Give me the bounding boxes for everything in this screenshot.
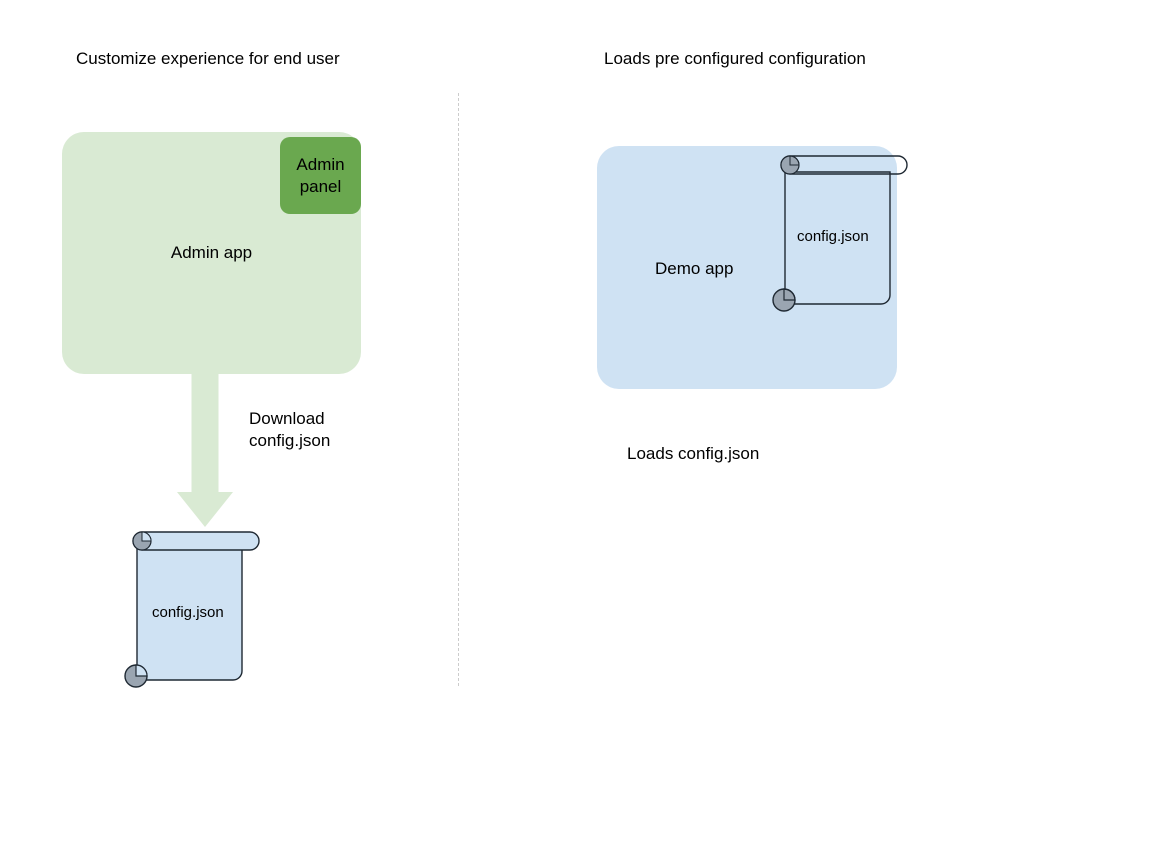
download-arrow-label: Download config.json	[249, 409, 331, 450]
config-json-label-left: config.json	[152, 604, 224, 621]
right-column-heading: Loads pre configured configuration	[604, 49, 866, 68]
column-divider	[458, 93, 459, 686]
admin-panel-label: Admin panel	[296, 154, 345, 196]
config-json-document-left	[120, 528, 265, 688]
admin-panel-box[interactable]: Admin panel	[280, 137, 361, 214]
config-json-label-right: config.json	[797, 228, 869, 245]
config-json-document-right	[768, 152, 913, 312]
download-arrow-icon	[177, 372, 233, 527]
demo-app-label: Demo app	[655, 259, 734, 278]
admin-app-label: Admin app	[170, 243, 253, 262]
demo-app-box: Demo app	[597, 146, 897, 389]
loads-config-note: Loads config.json	[627, 444, 760, 463]
left-column-heading: Customize experience for end user	[76, 49, 340, 68]
